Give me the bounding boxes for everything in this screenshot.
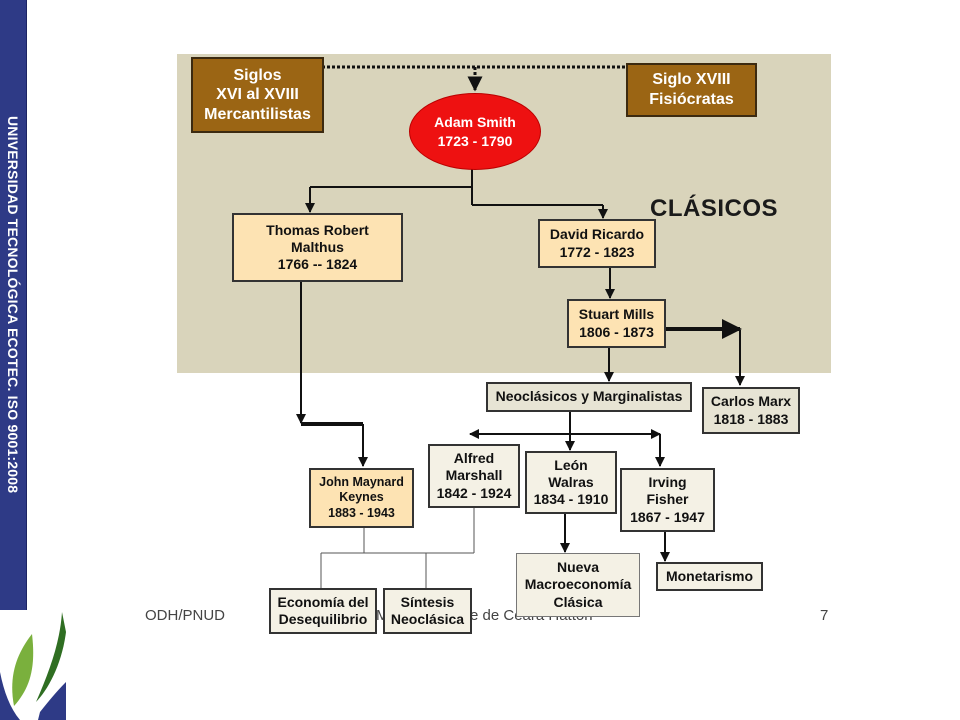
sidebar-text: UNIVERSIDAD TECNOLÓGICA ECOTEC. ISO 9001…	[5, 116, 21, 494]
marx-years: 1818 - 1883	[713, 410, 789, 427]
ricardo-name: David Ricardo	[549, 226, 645, 243]
adam-smith-node: Adam Smith 1723 - 1790	[409, 93, 541, 170]
footer-source: ODH/PNUD	[145, 607, 226, 624]
sintesis-box: Síntesis Neoclásica	[383, 588, 472, 634]
neoclasicos-label: Neoclásicos y Marginalistas	[495, 388, 683, 405]
mills-name: Stuart Mills	[578, 306, 655, 323]
malthus-line2: Malthus	[291, 238, 344, 255]
nueva-macro-line1: Nueva	[556, 559, 600, 576]
sidebar-band	[0, 0, 27, 610]
mills-years: 1806 - 1873	[579, 323, 654, 340]
monetarismo-label: Monetarismo	[665, 567, 754, 584]
leaf-logo-icon	[0, 612, 66, 720]
desequilibrio-line2: Desequilibrio	[278, 611, 368, 627]
neoclasicos-box: Neoclásicos y Marginalistas	[486, 382, 692, 412]
nueva-macro-box: Nueva Macroeconomía Clásica	[516, 553, 640, 617]
nueva-macro-line3: Clásica	[553, 593, 603, 610]
malthus-box: Thomas Robert Malthus 1766 -- 1824	[232, 213, 403, 282]
mercantilistas-line3: Mercantilistas	[204, 105, 311, 123]
walras-line1: León	[554, 456, 588, 473]
sintesis-line2: Neoclásica	[390, 611, 465, 627]
walras-years: 1834 - 1910	[533, 491, 609, 508]
marx-box: Carlos Marx 1818 - 1883	[702, 387, 800, 434]
fisher-box: Irving Fisher 1867 - 1947	[620, 468, 715, 532]
marx-name: Carlos Marx	[710, 393, 792, 410]
desequilibrio-line1: Economía del	[277, 593, 369, 610]
adam-smith-name: Adam Smith	[434, 114, 516, 131]
keynes-line2: Keynes	[339, 490, 384, 505]
malthus-line1: Thomas Robert	[266, 221, 369, 238]
keynes-line1: John Maynard	[319, 475, 404, 490]
ricardo-box: David Ricardo 1772 - 1823	[538, 219, 656, 268]
fisiocratas-line2: Fisiócratas	[649, 91, 734, 108]
marshall-line2: Marshall	[445, 467, 503, 484]
mercantilistas-line1: Siglos	[233, 66, 282, 84]
walras-box: León Walras 1834 - 1910	[525, 451, 617, 514]
sidebar-caption: UNIVERSIDAD TECNOLÓGICA ECOTEC. ISO 9001…	[0, 0, 26, 610]
fisher-line1: Irving	[648, 474, 687, 491]
malthus-years: 1766 -- 1824	[277, 256, 358, 273]
fisiocratas-box: Siglo XVIII Fisiócratas	[626, 63, 757, 117]
fisher-line2: Fisher	[646, 491, 689, 508]
mercantilistas-line2: XVI al XVIII	[216, 86, 299, 104]
marshall-line1: Alfred	[453, 450, 495, 467]
sintesis-line1: Síntesis	[400, 593, 455, 610]
keynes-box: John Maynard Keynes 1883 - 1943	[309, 468, 414, 528]
nueva-macro-line2: Macroeconomía	[524, 576, 632, 593]
fisiocratas-line1: Siglo XVIII	[652, 71, 731, 89]
marshall-box: Alfred Marshall 1842 - 1924	[428, 444, 520, 508]
walras-line2: Walras	[548, 473, 594, 490]
page-number: 7	[820, 607, 829, 624]
desequilibrio-box: Economía del Desequilibrio	[269, 588, 377, 634]
adam-smith-years: 1723 - 1790	[437, 132, 513, 149]
mercantilistas-box: Siglos XVI al XVIII Mercantilistas	[191, 57, 324, 133]
mills-box: Stuart Mills 1806 - 1873	[567, 299, 666, 348]
clasicos-heading: CLÁSICOS	[650, 195, 779, 222]
ricardo-years: 1772 - 1823	[559, 243, 635, 260]
monetarismo-box: Monetarismo	[656, 562, 763, 591]
marshall-years: 1842 - 1924	[436, 484, 512, 501]
fisher-years: 1867 - 1947	[630, 508, 705, 525]
keynes-years: 1883 - 1943	[328, 505, 395, 520]
